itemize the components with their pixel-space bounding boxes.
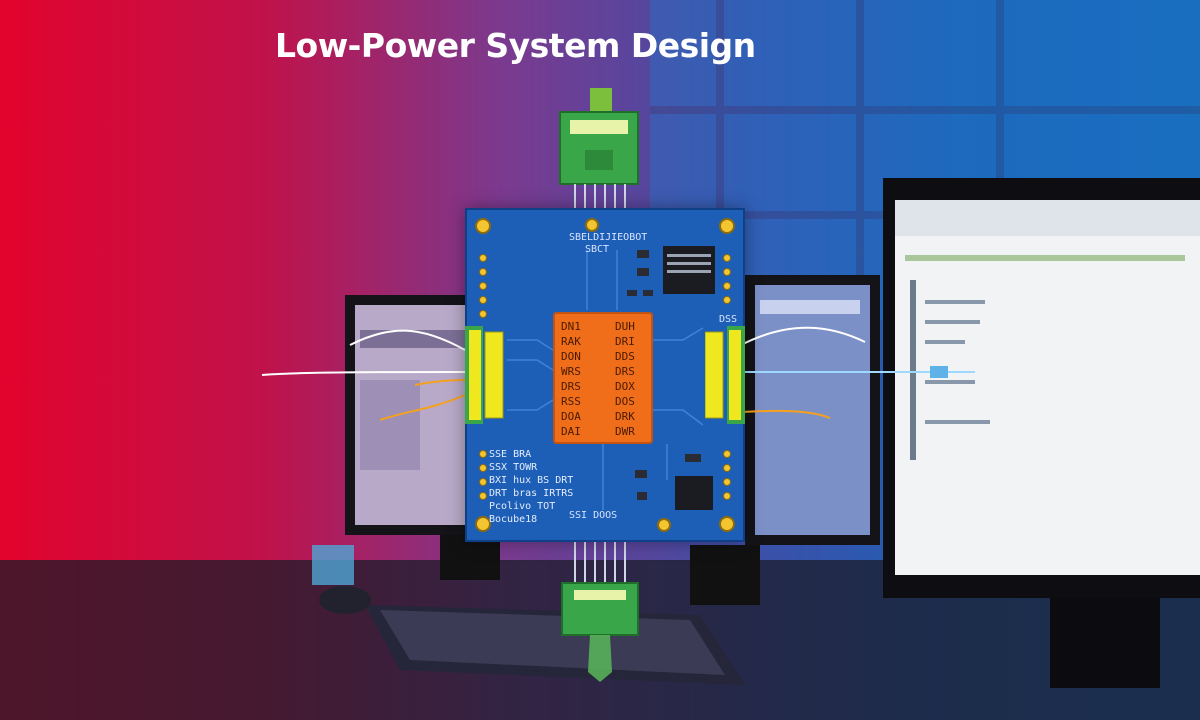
cup (312, 545, 354, 585)
core-label-l5: RSS (561, 395, 581, 408)
bottom-connector (561, 525, 639, 682)
silk-line-1: SSX TOWR (489, 462, 538, 473)
left-edge-connector (465, 326, 504, 424)
core-label-l6: DOA (561, 410, 581, 423)
core-label-r0: DUH (615, 320, 635, 333)
mounting-pad-bottom-mid (657, 518, 671, 532)
silk-line-3: DRT bras IRTRS (489, 488, 574, 499)
middle-monitor (690, 275, 880, 605)
silk-line-2: BXI hux BS DRT (489, 475, 574, 486)
mounting-pad-bottom-right (719, 516, 735, 532)
headline: Low-Power System Design (275, 26, 756, 65)
core-label-r6: DRK (615, 410, 635, 423)
probe-clip (930, 366, 948, 378)
core-label-l1: RAK (561, 335, 581, 348)
ic-bottom-right (675, 476, 713, 510)
silkscreen-block: SSE BRA SSX TOWR BXI hux BS DRT DRT bras… (489, 448, 573, 526)
mounting-pad-top-mid (585, 218, 599, 232)
top-connector (559, 88, 639, 230)
mounting-pad-bottom-left (475, 516, 491, 532)
silk-line-0: SSE BRA (489, 449, 532, 460)
central-processor: DN1 RAK DON WRS DRS RSS DOA DAI DUH DRI … (553, 312, 653, 444)
pcb-board: SBELDIJIEOBOT SBCT DSS DN1 RAK DON WRS D… (465, 208, 745, 542)
mounting-pad-top-right (719, 218, 735, 234)
silk-line-4: Pcolivo TOT (489, 501, 556, 512)
mouse (319, 586, 371, 614)
core-label-l0: DN1 (561, 320, 581, 333)
bottom-header-label: SSI DOOS (569, 510, 618, 521)
core-label-r3: DRS (615, 365, 635, 378)
core-label-l4: DRS (561, 380, 581, 393)
right-edge-connector (705, 326, 745, 424)
core-label-r4: DOX (615, 380, 635, 393)
core-label-r2: DDS (615, 350, 635, 363)
left-signal-wires (261, 329, 466, 421)
core-label-r5: DOS (615, 395, 635, 408)
top-header-label: SBELDIJIEOBOT (569, 232, 648, 243)
right-monitor (883, 178, 1200, 688)
silk-line-5: Bocube18 (489, 514, 538, 525)
core-label-l2: DON (561, 350, 581, 363)
core-label-r7: DWR (615, 425, 635, 438)
edge-pins (479, 246, 731, 510)
right-connector-label: DSS (719, 314, 738, 325)
core-label-l3: WRS (561, 365, 581, 378)
core-label-r1: DRI (615, 335, 635, 348)
core-label-l7: DAI (561, 425, 581, 438)
top-header-sublabel: SBCT (585, 244, 610, 255)
mounting-pad-top-left (475, 218, 491, 234)
